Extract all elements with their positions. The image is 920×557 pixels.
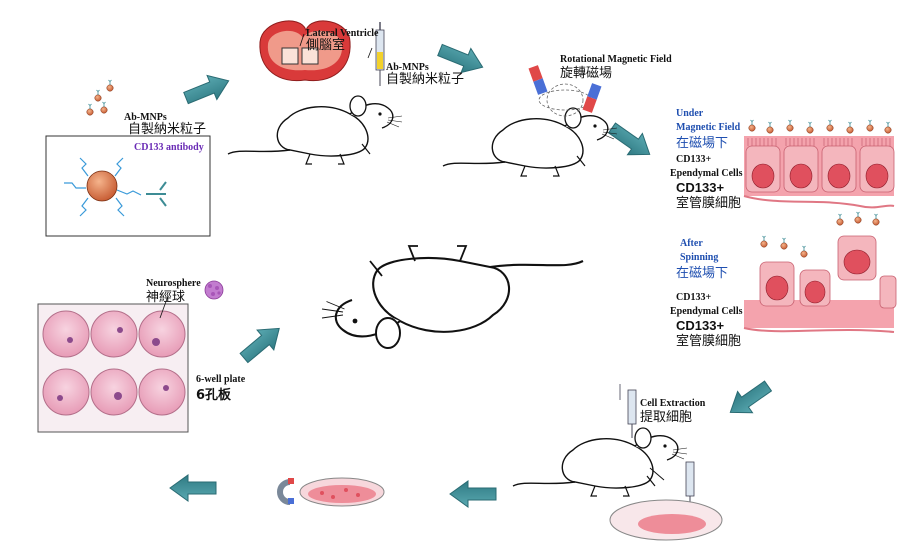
cell-extraction-label-zh: 提取細胞 xyxy=(640,410,693,425)
petri-dish-extraction-icon xyxy=(609,499,723,541)
after-spinning-label-2: Spinning xyxy=(680,252,719,263)
rotational-field-label-en: Rotational Magnetic Field xyxy=(560,54,672,65)
mouse-extraction-icon xyxy=(512,427,688,497)
cells2-label-en-1: CD133+ xyxy=(676,292,712,303)
injection-abmnp-label-zh: 自製納米粒子 xyxy=(386,72,465,87)
flow-arrow-5 xyxy=(449,480,497,508)
cells2-label-big: CD133+ xyxy=(676,318,725,333)
mouse-magnetic-field-icon xyxy=(442,107,618,177)
flow-arrow-4 xyxy=(722,374,776,424)
six-well-plate-label-zh: 6孔板 xyxy=(196,388,232,403)
flow-arrow-1 xyxy=(180,68,235,111)
nanoparticle-structure-diagram xyxy=(45,135,211,237)
abmnp-label-zh: 自製納米粒子 xyxy=(128,122,207,137)
lateral-ventricle-label-zh: 側腦室 xyxy=(306,38,346,53)
ependymal-tissue-under-field xyxy=(743,119,895,209)
cd133-antibody-label: CD133 antibody xyxy=(134,142,204,153)
culture-dish-icon xyxy=(299,477,385,507)
magnetic-field-icon xyxy=(528,65,602,117)
neurosphere-icon xyxy=(204,280,224,300)
mouse-injection-icon xyxy=(227,95,403,165)
six-well-plate-icon xyxy=(37,295,189,433)
after-spinning-label-zh: 在磁場下 xyxy=(676,266,729,281)
flow-arrow-3 xyxy=(604,116,658,166)
under-field-label-2: Magnetic Field xyxy=(676,122,741,133)
central-mouse-icon xyxy=(320,244,585,350)
lateral-ventricle-pointer xyxy=(299,33,305,47)
cell-extraction-label-en: Cell Extraction xyxy=(640,398,706,409)
cells2-label-en-2: Ependymal Cells xyxy=(670,306,743,317)
under-field-label-zh: 在磁場下 xyxy=(676,136,729,151)
flow-arrow-6 xyxy=(169,474,217,502)
six-well-plate-label-en: 6-well plate xyxy=(196,374,246,385)
rotational-field-label-zh: 旋轉磁場 xyxy=(560,66,613,81)
lateral-ventricle-label-en: Lateral Ventricle xyxy=(306,28,379,39)
under-field-label-1: Under xyxy=(676,108,704,119)
ependymal-tissue-after-spinning xyxy=(743,211,897,333)
brain-slice-icon xyxy=(259,20,351,82)
flow-arrow-7 xyxy=(235,317,289,369)
after-spinning-label-1: After xyxy=(680,238,703,249)
cells1-label-en-2: Ependymal Cells xyxy=(670,168,743,179)
syringe-icon xyxy=(367,22,385,86)
magnet-icon xyxy=(277,478,294,505)
neurosphere-label-en: Neurosphere xyxy=(146,278,201,289)
abmnp-particles-icon xyxy=(86,79,114,116)
cells2-label-zh: 室管膜細胞 xyxy=(676,334,742,349)
injection-abmnp-label-en: Ab-MNPs xyxy=(386,62,429,73)
abmnp-label-en: Ab-MNPs xyxy=(124,112,167,123)
cells1-label-en-1: CD133+ xyxy=(676,154,712,165)
cells1-label-big: CD133+ xyxy=(676,180,725,195)
cells1-label-zh: 室管膜細胞 xyxy=(676,196,742,211)
neurosphere-label-zh: 神經球 xyxy=(146,290,186,305)
